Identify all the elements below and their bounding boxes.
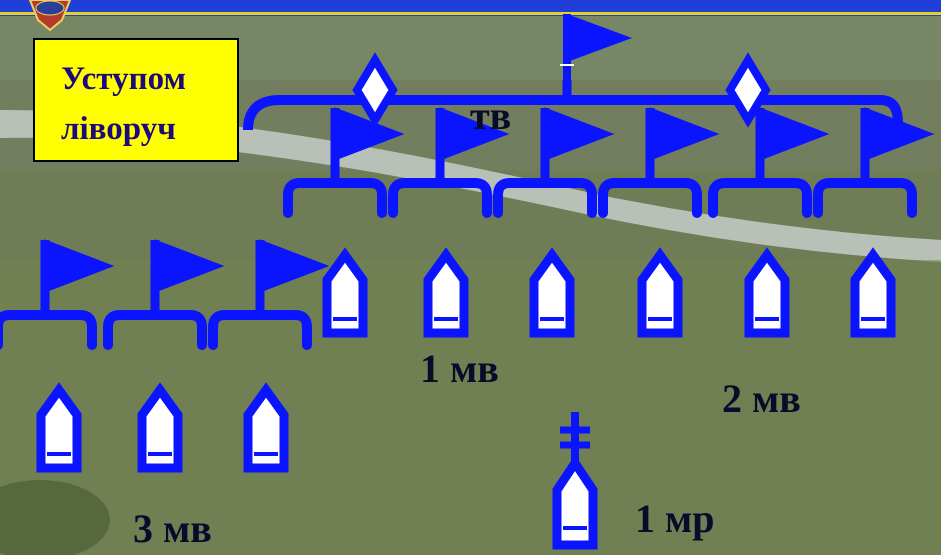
vehicle-flag-icon [103,239,225,350]
label-platoon-1: 1 мв [420,346,499,391]
vehicle-flag-icon [0,239,115,350]
formation-title: Уступом ліворуч [33,38,239,162]
platoon-command-diamond-icon [725,52,771,128]
label-tank-platoon: тв [470,93,512,138]
vehicle-flag-icon [493,107,615,218]
command-connector [243,95,903,131]
mortar-icon [552,412,598,550]
title-line-1: Уступом [61,61,186,97]
infantry-vehicle-icon [137,382,183,473]
vehicle-flag-icon [388,107,510,218]
infantry-vehicle-icon [322,247,368,338]
label-mortar-platoon: 1 мр [635,496,715,541]
title-line-2: ліворуч [61,111,176,147]
command-flag-icon [560,14,632,80]
infantry-vehicle-icon [36,382,82,473]
label-platoon-3: 3 мв [133,506,212,551]
vehicle-flag-icon [708,107,830,218]
infantry-vehicle-icon [637,247,683,338]
vehicle-flag-icon [598,107,720,218]
emblem-icon [28,0,72,32]
infantry-vehicle-icon [744,247,790,338]
infantry-vehicle-icon [423,247,469,338]
platoon-command-diamond-icon [352,52,398,128]
vehicle-flag-icon [813,107,935,218]
infantry-vehicle-icon [243,382,289,473]
vehicle-flag-icon [208,239,330,350]
label-platoon-2: 2 мв [722,376,801,421]
infantry-vehicle-icon [529,247,575,338]
infantry-vehicle-icon [850,247,896,338]
vehicle-flag-icon [283,107,405,218]
